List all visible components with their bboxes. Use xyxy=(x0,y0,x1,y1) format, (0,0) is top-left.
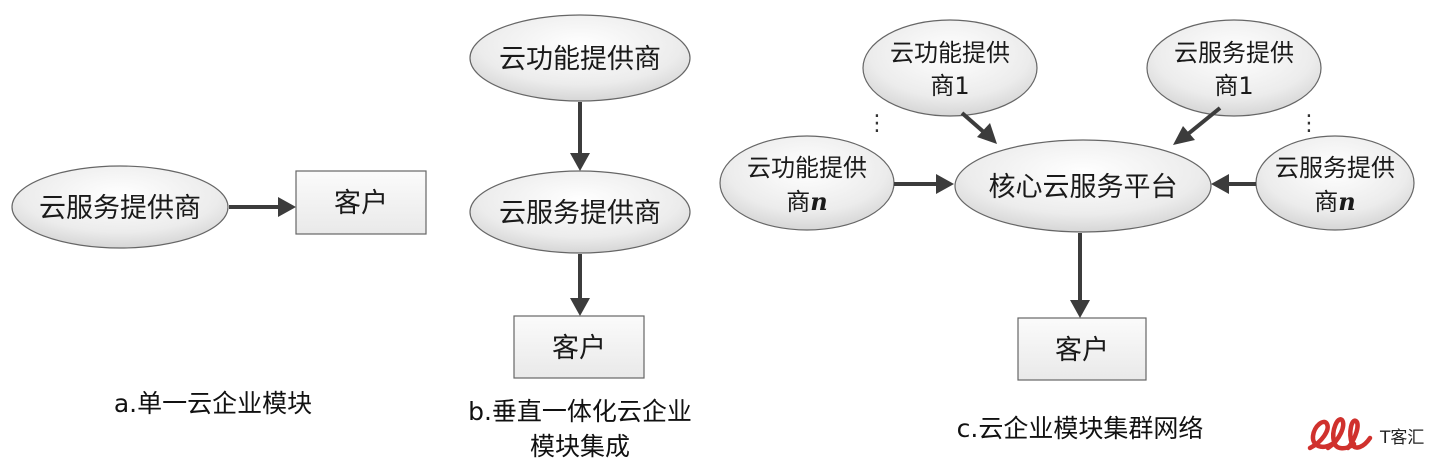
node-a-customer-label: 客户 xyxy=(334,188,388,219)
caption-b-line2: 模块集成 xyxy=(530,432,630,461)
arrow-a-provider-to-customer xyxy=(229,197,296,217)
node-c-service-provider-1-line2: 商1 xyxy=(1214,72,1253,100)
caption-c: c.云企业模块集群网络 xyxy=(957,414,1204,443)
diagram-a: 云服务提供商 客户 a.单一云企业模块 xyxy=(11,165,427,418)
node-a-customer: 客户 xyxy=(295,170,427,235)
node-a-provider: 云服务提供商 xyxy=(11,165,229,249)
arrow-c-function-1-to-core xyxy=(960,111,997,144)
node-c-function-provider-n-var: n xyxy=(810,187,827,216)
arrow-c-function-n-to-core xyxy=(894,174,954,194)
node-c-service-provider-1: 云服务提供 商1 xyxy=(1146,19,1322,117)
node-a-provider-label: 云服务提供商 xyxy=(39,193,201,224)
node-c-service-provider-n-line2: 商n xyxy=(1314,187,1355,216)
watermark-logo: T客汇 xyxy=(1307,417,1424,451)
arrow-c-service-1-to-core xyxy=(1173,106,1222,145)
watermark-mark-icon xyxy=(1307,417,1373,451)
node-c-function-provider-1: 云功能提供 商1 xyxy=(862,19,1038,117)
node-b-service-provider-label: 云服务提供商 xyxy=(499,198,661,229)
node-c-service-provider-n-line1: 云服务提供 xyxy=(1275,154,1395,182)
watermark-text: T客汇 xyxy=(1379,428,1424,448)
node-b-customer: 客户 xyxy=(513,315,645,379)
node-c-function-provider-n-line1: 云功能提供 xyxy=(747,154,867,182)
node-c-service-provider-1-line1: 云服务提供 xyxy=(1174,39,1294,67)
arrow-c-core-to-customer xyxy=(1070,233,1090,318)
node-c-function-provider-1-line2: 商1 xyxy=(930,72,969,100)
diagram-c: 云功能提供 商1 云服务提供 商1 云功能提供 商n 云服务提供 商n 核心云服… xyxy=(719,19,1415,443)
node-b-service-provider: 云服务提供商 xyxy=(469,170,691,254)
ellipsis-right: ⋮ xyxy=(1298,111,1320,136)
caption-b-line1: b.垂直一体化云企业 xyxy=(468,397,692,426)
node-c-function-provider-n-line2: 商n xyxy=(786,187,827,216)
arrow-b-function-to-service xyxy=(570,102,590,171)
node-c-customer-label: 客户 xyxy=(1055,335,1109,366)
ellipsis-left: ⋮ xyxy=(866,111,888,136)
node-c-customer: 客户 xyxy=(1017,317,1147,381)
caption-a: a.单一云企业模块 xyxy=(114,389,312,418)
node-c-service-provider-n: 云服务提供 商n xyxy=(1255,135,1415,231)
arrow-c-service-n-to-core xyxy=(1211,174,1256,194)
node-b-function-provider: 云功能提供商 xyxy=(469,14,691,102)
node-b-customer-label: 客户 xyxy=(552,333,606,364)
node-c-service-provider-n-var: n xyxy=(1338,187,1355,216)
diagram-b: 云功能提供商 云服务提供商 客户 b.垂直一体化云企业 模块集成 xyxy=(468,14,692,461)
arrow-b-service-to-customer xyxy=(570,254,590,316)
node-c-core-platform-label: 核心云服务平台 xyxy=(989,172,1178,203)
node-b-function-provider-label: 云功能提供商 xyxy=(499,44,661,75)
node-c-core-platform: 核心云服务平台 xyxy=(954,139,1212,233)
node-c-function-provider-n: 云功能提供 商n xyxy=(719,135,895,231)
node-c-function-provider-1-line1: 云功能提供 xyxy=(890,39,1010,67)
